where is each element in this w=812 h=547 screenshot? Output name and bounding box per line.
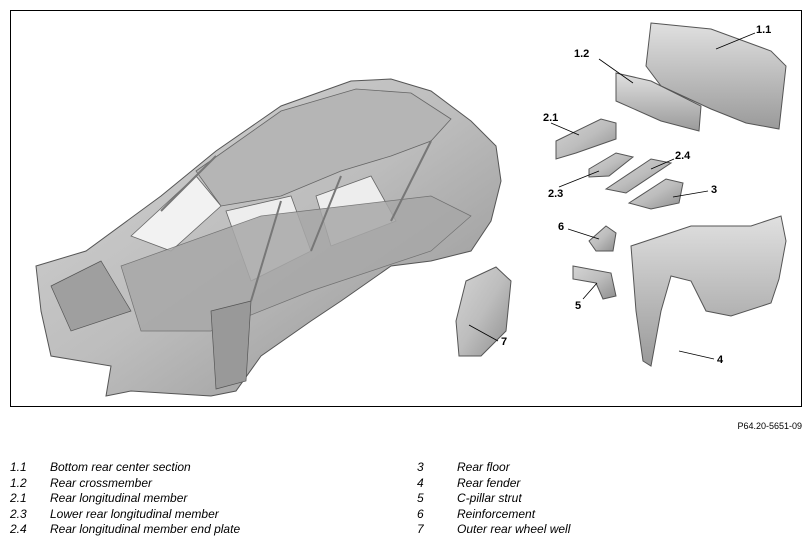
legend-item: 7 Outer rear wheel well xyxy=(417,522,570,538)
callout-label: 3 xyxy=(711,184,718,196)
legend-item: 4 Rear fender xyxy=(417,476,570,492)
legend-number: 4 xyxy=(417,475,424,490)
part-rear-floor xyxy=(627,178,684,210)
legend-item: 5 C-pillar strut xyxy=(417,491,570,507)
part-bottom-rear-center-section xyxy=(645,22,787,130)
figure-reference-code: P64.20-5651-09 xyxy=(737,421,802,431)
legend-label: Rear crossmember xyxy=(50,475,153,490)
part-rear-longitudinal-member xyxy=(555,118,617,160)
callout-label: 2.1 xyxy=(543,112,559,124)
legend-number: 1.1 xyxy=(10,460,27,474)
legend-item: 1.2 Rear crossmember xyxy=(10,476,240,492)
callout-label: 7 xyxy=(501,336,508,348)
legend-label: Reinforcement xyxy=(457,506,536,521)
legend-number: 3 xyxy=(417,460,424,474)
legend-label: Lower rear longitudinal member xyxy=(50,506,219,521)
legend-label: Rear longitudinal member xyxy=(50,491,188,506)
legend-label: Rear fender xyxy=(457,475,521,490)
body-shell-illustration xyxy=(35,22,787,397)
legend-item: 6 Reinforcement xyxy=(417,507,570,523)
callout-label: 1.2 xyxy=(574,48,590,60)
legend-number: 7 xyxy=(417,522,424,537)
part-outer-rear-wheel-well xyxy=(455,266,512,357)
legend-number: 1.2 xyxy=(10,475,27,490)
legend-number: 2.4 xyxy=(10,522,27,537)
callout-label: 2.3 xyxy=(548,188,564,200)
legend-label: Rear longitudinal member end plate xyxy=(50,522,241,537)
callout-label: 6 xyxy=(558,221,565,233)
legend-item: 2.4 Rear longitudinal member end plate xyxy=(10,522,240,538)
callout-label: 1.1 xyxy=(756,24,772,36)
car-body-shell xyxy=(35,78,502,397)
callout-label: 2.4 xyxy=(675,150,691,162)
legend-right-column: 3 Rear floor 4 Rear fender 5 C-pillar strut… xyxy=(417,460,570,538)
legend-label: C-pillar strut xyxy=(457,491,522,506)
part-rear-crossmember xyxy=(615,72,702,132)
callout-label: 4 xyxy=(717,354,724,366)
callout-label: 5 xyxy=(575,300,582,312)
legend-label: Rear floor xyxy=(457,460,510,474)
legend-number: 2.1 xyxy=(10,491,27,506)
legend-left-column: 1.1 Bottom rear center section 1.2 Rear cr… xyxy=(10,460,240,538)
callout-leader-lines xyxy=(468,32,756,360)
part-reinforcement xyxy=(588,225,617,252)
legend-item: 3 Rear floor xyxy=(417,460,570,476)
part-lower-rear-longitudinal-member xyxy=(588,152,635,178)
legend-number: 6 xyxy=(417,506,424,521)
legend-item: 2.1 Rear longitudinal member xyxy=(10,491,240,507)
legend-label: Outer rear wheel well xyxy=(457,522,571,537)
part-c-pillar-strut xyxy=(572,265,617,300)
legend-item: 1.1 Bottom rear center section xyxy=(10,460,240,476)
legend-number: 2.3 xyxy=(10,506,27,521)
legend-label: Bottom rear center section xyxy=(50,460,191,474)
legend-item: 2.3 Lower rear longitudinal member xyxy=(10,507,240,523)
legend-number: 5 xyxy=(417,491,424,506)
illustration-frame: 1.1 1.2 2.1 2.4 2.3 3 6 5 7 4 xyxy=(10,10,802,407)
part-rear-fender xyxy=(630,215,787,367)
